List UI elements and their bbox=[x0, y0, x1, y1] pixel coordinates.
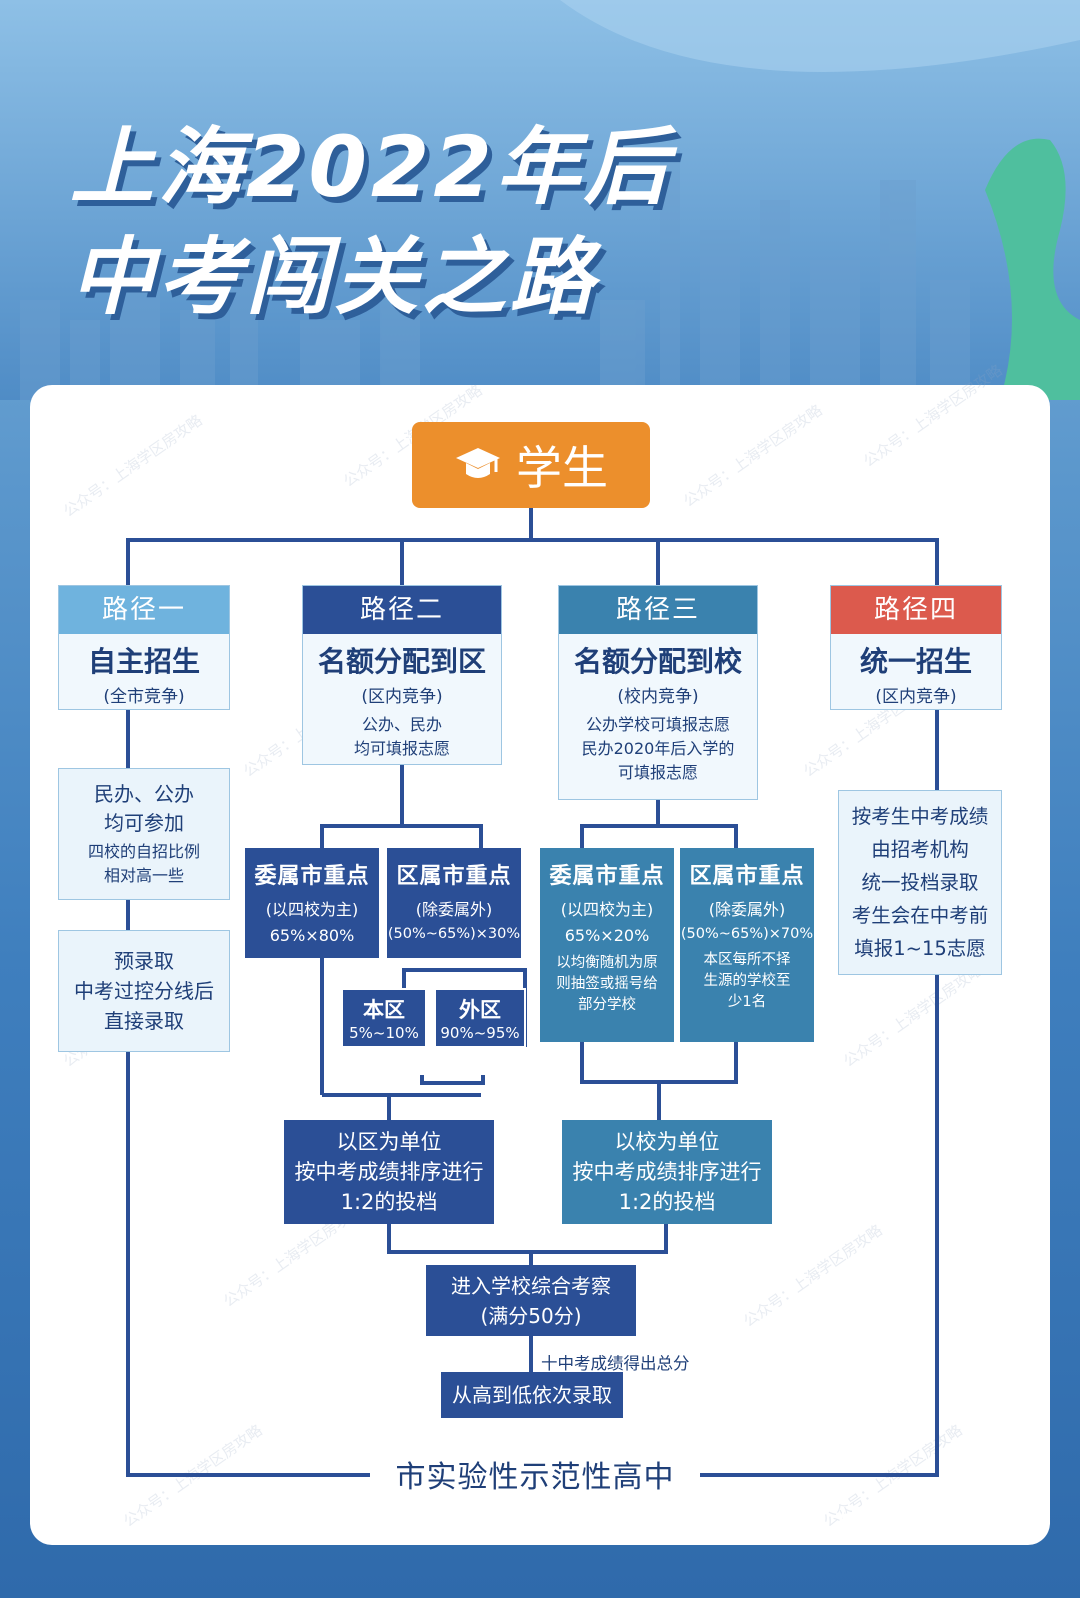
local-district-title: 本区 bbox=[363, 998, 405, 1022]
path2-commission-ratio: 65%×80% bbox=[269, 926, 355, 945]
path-head-4: 路径四 bbox=[831, 586, 1001, 634]
path2-district-scope: (除委属外) bbox=[415, 900, 493, 919]
path2-district-ratio: (50%~65%)×30% bbox=[387, 926, 521, 942]
zhihu-author-mark: 知乎 @张嘉天 bbox=[838, 1508, 1035, 1543]
path-head-2: 路径二 bbox=[303, 586, 501, 634]
admission-order-text: 从高到低依次录取 bbox=[452, 1383, 612, 1407]
student-label: 学生 bbox=[516, 441, 608, 495]
graduation-cap-icon bbox=[456, 448, 500, 478]
school-ranking-text: 以校为单位 按中考成绩排序进行 1:2的投档 bbox=[572, 1130, 762, 1214]
path3-commission-scope: (以四校为主) bbox=[560, 900, 654, 919]
path-card-3: 路径三 名额分配到校 (校内竞争) 公办学校可填报志愿 民办2020年后入学的 … bbox=[558, 585, 758, 800]
path-head-1: 路径一 bbox=[59, 586, 229, 634]
header-background bbox=[0, 0, 1080, 400]
path2-commission-title: 委属市重点 bbox=[254, 864, 370, 889]
path-scope-1: (全市竞争) bbox=[103, 687, 185, 707]
comprehensive-review-box: 进入学校综合考察 (满分50分) bbox=[426, 1265, 636, 1336]
school-ranking-box: 以校为单位 按中考成绩排序进行 1:2的投档 bbox=[562, 1120, 772, 1224]
admission-order-box: 从高到低依次录取 bbox=[441, 1372, 623, 1418]
path-scope-2: (区内竞争) bbox=[361, 687, 443, 707]
path-scope-3: (校内竞争) bbox=[617, 687, 699, 707]
city-skyline-illustration bbox=[0, 0, 1080, 400]
path-title-1: 自主招生 bbox=[87, 645, 200, 678]
path4-detail-box: 按考生中考成绩 由招考机构 统一投档录取 考生会在中考前 填报1~15志愿 bbox=[838, 790, 1002, 975]
local-district-value: 5%~10% bbox=[349, 1024, 419, 1042]
path2-commission-scope: (以四校为主) bbox=[265, 900, 359, 919]
other-district-value: 90%~95% bbox=[440, 1024, 520, 1042]
path1-preadmit-text: 预录取 中考过控分线后 直接录取 bbox=[74, 949, 214, 1033]
page-title-line1: 上海2022年后 bbox=[70, 118, 672, 216]
path3-commission-key-box: 委属市重点 (以四校为主) 65%×20% 以均衡随机为原 则抽签或摇号给 部分… bbox=[540, 848, 674, 1042]
local-district-box: 本区 5%~10% bbox=[341, 988, 427, 1048]
path3-commission-ratio: 65%×20% bbox=[564, 926, 650, 945]
path3-district-note: 本区每所不择 生源的学校至 少1名 bbox=[703, 952, 791, 1010]
other-district-title: 外区 bbox=[459, 998, 501, 1022]
student-node: 学生 bbox=[412, 422, 650, 508]
destination-label: 市实验性示范性高中 bbox=[395, 1460, 675, 1495]
path-scope-4: (区内竞争) bbox=[875, 687, 957, 707]
total-score-note: 十中考成绩得出总分 bbox=[541, 1354, 690, 1373]
path1-eligibility-box: 民办、公办 均可参加 四校的自招比例 相对高一些 bbox=[58, 768, 230, 900]
district-ranking-text: 以区为单位 按中考成绩排序进行 1:2的投档 bbox=[294, 1130, 484, 1214]
path-note-3: 公办学校可填报志愿 民办2020年后入学的 可填报志愿 bbox=[581, 715, 735, 782]
district-ranking-box: 以区为单位 按中考成绩排序进行 1:2的投档 bbox=[284, 1120, 494, 1224]
path2-commission-key-box: 委属市重点 (以四校为主) 65%×80% bbox=[245, 848, 379, 958]
path-card-2: 路径二 名额分配到区 (区内竞争) 公办、民办 均可填报志愿 bbox=[302, 585, 502, 765]
path-card-4: 路径四 统一招生 (区内竞争) bbox=[830, 585, 1002, 710]
path3-district-key-box: 区属市重点 (除委属外) (50%~65%)×70% 本区每所不择 生源的学校至… bbox=[680, 848, 814, 1042]
page-title-line2: 中考闯关之路 bbox=[70, 228, 599, 326]
path3-commission-note: 以均衡随机为原 则抽签或摇号给 部分学校 bbox=[556, 955, 658, 1013]
path4-detail-text: 按考生中考成绩 由招考机构 统一投档录取 考生会在中考前 填报1~15志愿 bbox=[851, 805, 989, 960]
path-title-3: 名额分配到校 bbox=[573, 645, 742, 678]
path3-district-scope: (除委属外) bbox=[708, 900, 786, 919]
other-district-box: 外区 90%~95% bbox=[434, 988, 526, 1048]
path-head-3: 路径三 bbox=[559, 586, 757, 634]
path1-eligibility-text: 民办、公办 均可参加 bbox=[94, 782, 194, 835]
path-title-4: 统一招生 bbox=[859, 645, 972, 678]
comprehensive-review-text: 进入学校综合考察 (满分50分) bbox=[451, 1273, 611, 1328]
path3-commission-title: 委属市重点 bbox=[549, 864, 665, 889]
path2-district-key-box: 区属市重点 (除委属外) (50%~65%)×30% bbox=[387, 848, 521, 958]
path-title-2: 名额分配到区 bbox=[317, 645, 486, 678]
path1-preadmit-box: 预录取 中考过控分线后 直接录取 bbox=[58, 930, 230, 1052]
path3-district-ratio: (50%~65%)×70% bbox=[680, 926, 814, 942]
path2-district-title: 区属市重点 bbox=[396, 864, 512, 889]
path1-ratio-note: 四校的自招比例 相对高一些 bbox=[87, 842, 200, 885]
path-note-2: 公办、民办 均可填报志愿 bbox=[353, 715, 450, 758]
path-card-1: 路径一 自主招生 (全市竞争) bbox=[58, 585, 230, 710]
path3-district-title: 区属市重点 bbox=[689, 864, 805, 889]
